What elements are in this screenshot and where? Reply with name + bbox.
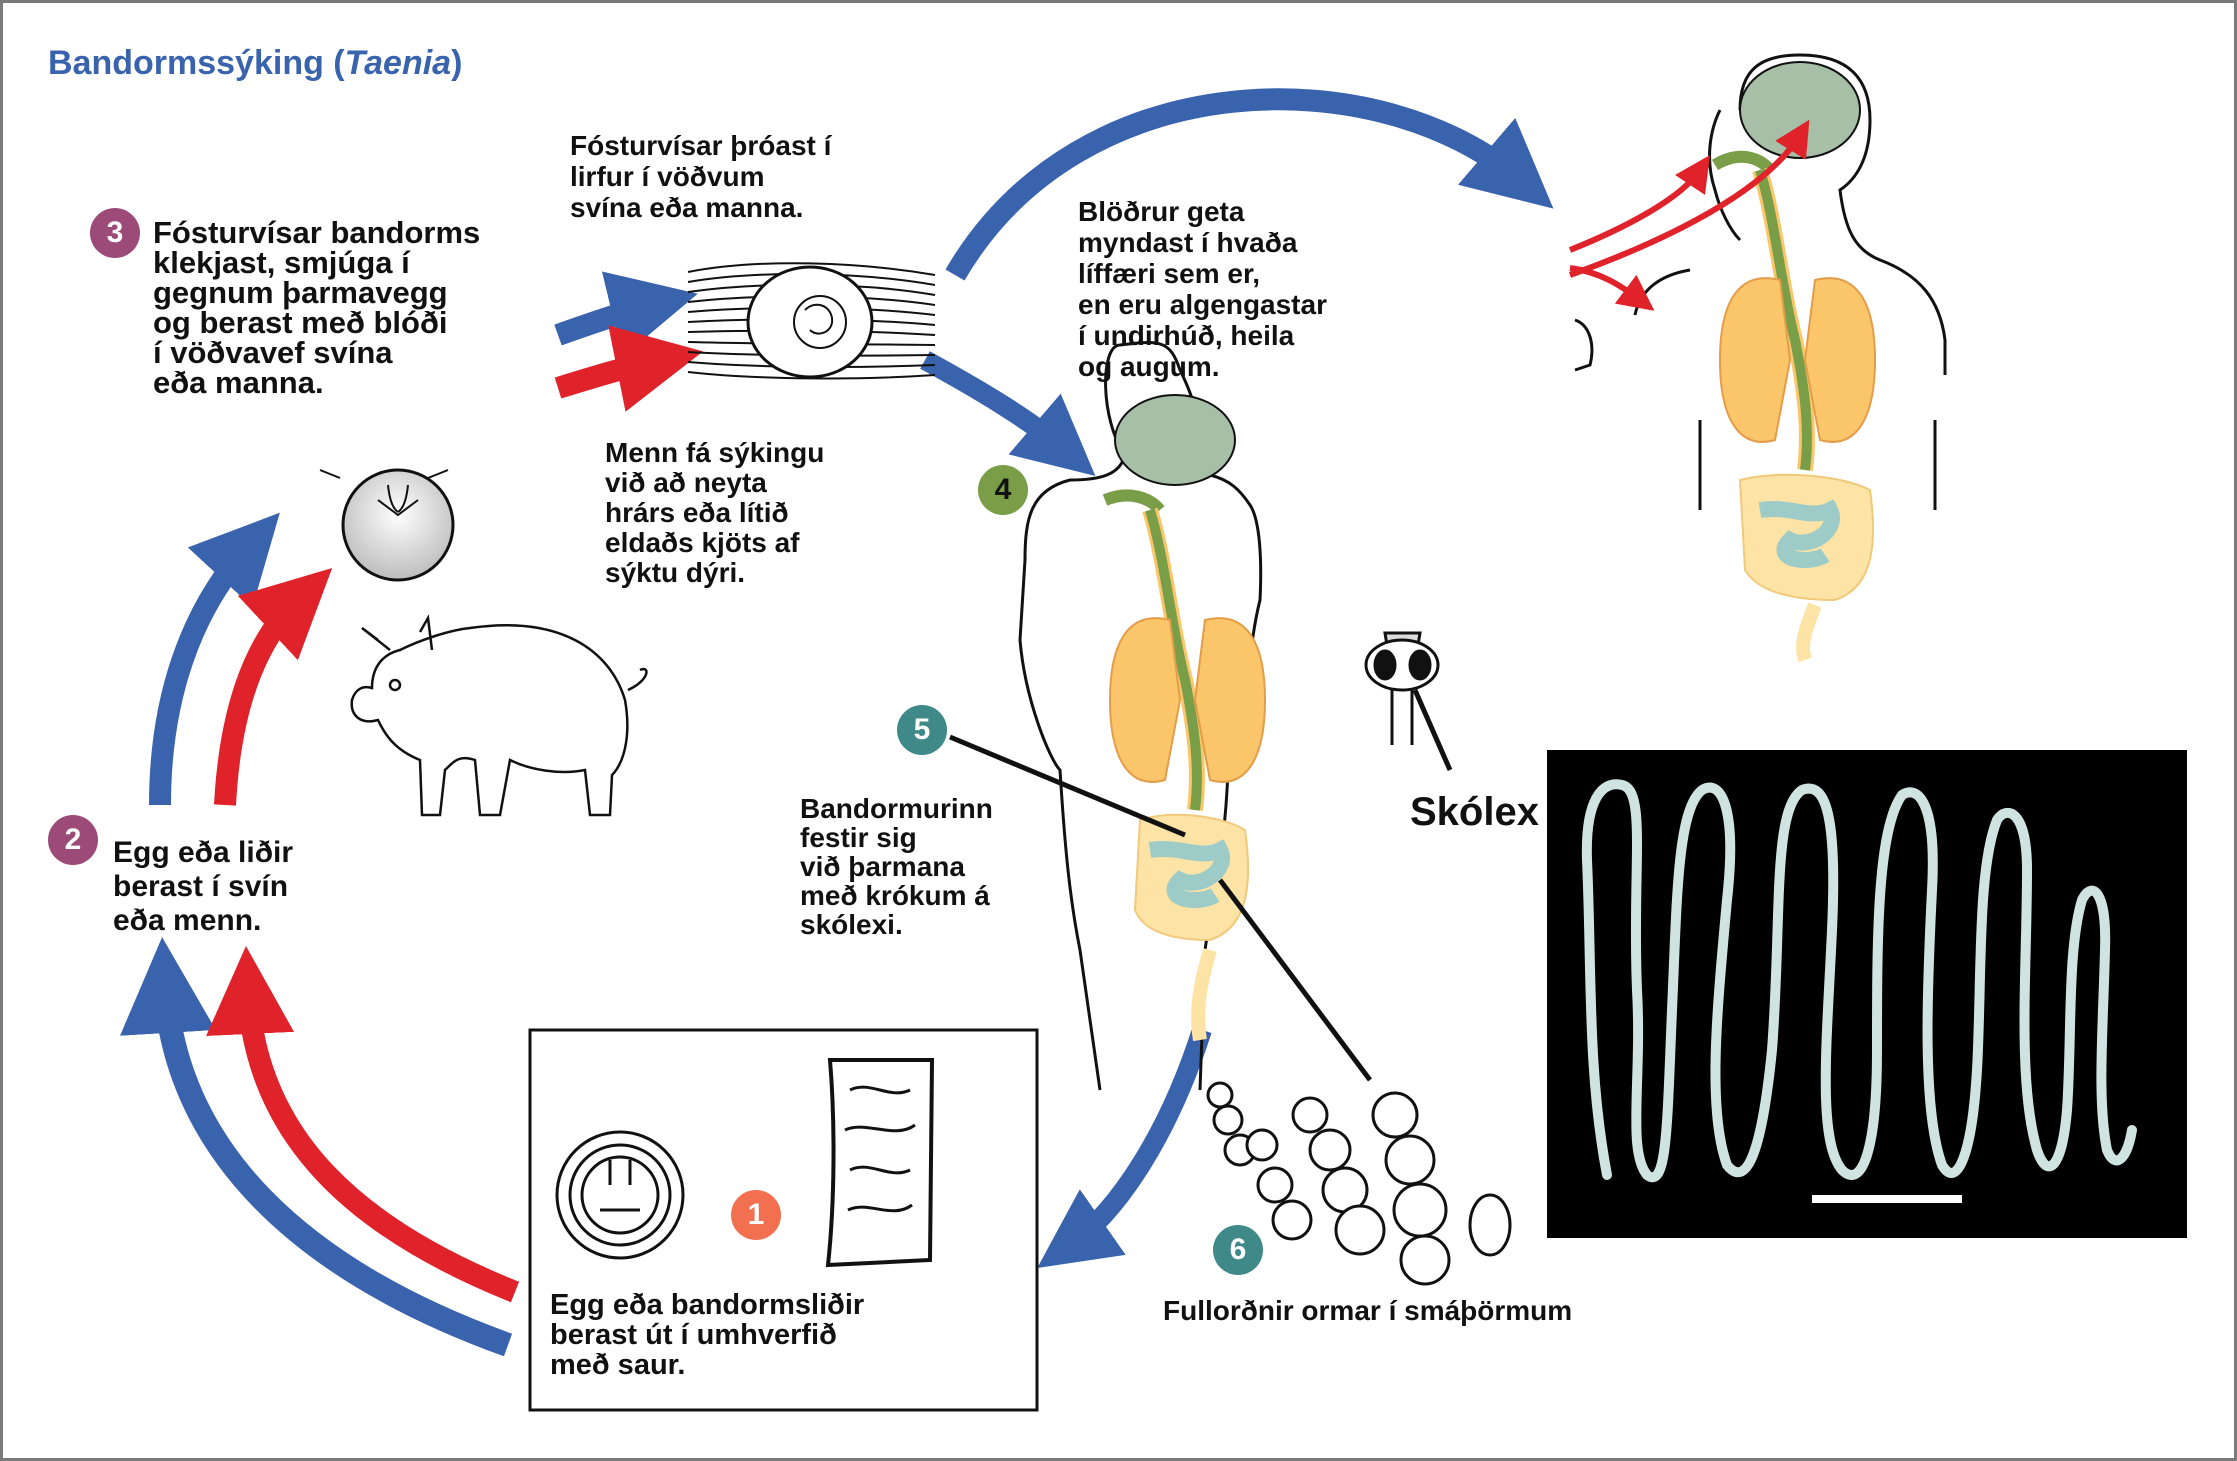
human-body-center [1018, 341, 1267, 1091]
arrow-red-up [214, 567, 333, 806]
leader-line-5 [949, 734, 1186, 838]
diagram-title: Bandormssýking (Taenia) [48, 44, 463, 82]
step-5-badge: 5 [897, 705, 947, 755]
step-3-text: Fósturvísar bandorms klekjast, smjúga í … [153, 215, 481, 400]
arrow-blue-up [149, 512, 280, 806]
step-3-badge: 3 [90, 208, 140, 258]
step-1-box [528, 1028, 1039, 1412]
step-2-text: Egg eða liðir berast í svín eða menn. [113, 836, 294, 937]
step-1-text: Egg eða bandormsliðir berast út í umhver… [550, 1289, 865, 1381]
step-4-badge: 4 [978, 465, 1028, 515]
arrow-blue-to-human [920, 351, 1096, 477]
arrow-red-to-skin [1569, 265, 1655, 311]
muscle-cyst-icon [687, 262, 936, 380]
human-body-right [1574, 53, 1947, 663]
proglottid-icon [825, 1058, 935, 1268]
arrow-red-to-eye [1568, 155, 1710, 253]
arrow-blue-down [1037, 1026, 1212, 1268]
larvae-note: Fósturvísar þróast í lirfur í vöðvum sví… [570, 130, 832, 223]
step-6-badge: 6 [1213, 1225, 1263, 1275]
arrow-blue-to-cyst-human [945, 88, 1554, 281]
tapeworm-photo-drawing [1581, 779, 2137, 1203]
leader-line-6 [1218, 878, 1372, 1082]
step-2-badge: 2 [48, 815, 98, 865]
egg-icon [319, 468, 455, 582]
step-4-text: Menn fá sýkingu við að neyta hrárs eða l… [605, 437, 825, 588]
arrow-red-to-brain [1568, 119, 1810, 278]
adult-worm-icon [1206, 1081, 1512, 1286]
step-1-badge: 1 [731, 1190, 781, 1240]
arrow-blue-cycle-left [120, 937, 513, 1357]
step-5-text: Bandormurinn festir sig við þarmana með … [800, 793, 993, 940]
cysts-note: Blöðrur geta myndast í hvaða líffæri sem… [1078, 196, 1327, 382]
egg-cross-section-icon [555, 1130, 685, 1260]
arrow-blue-to-muscle [554, 271, 698, 358]
tapeworm-photo [1547, 750, 2187, 1238]
scolex-label: Skólex [1410, 790, 1539, 834]
arrow-red-to-muscle [554, 325, 704, 412]
scolex-icon [1364, 631, 1440, 745]
arrow-red-cycle-left [206, 946, 520, 1303]
step-6-text: Fullorðnir ormar í smáþörmum [1163, 1295, 1573, 1326]
title-italic: Taenia [344, 44, 452, 82]
leader-line-scolex [1412, 688, 1453, 772]
pig-icon [350, 614, 648, 817]
